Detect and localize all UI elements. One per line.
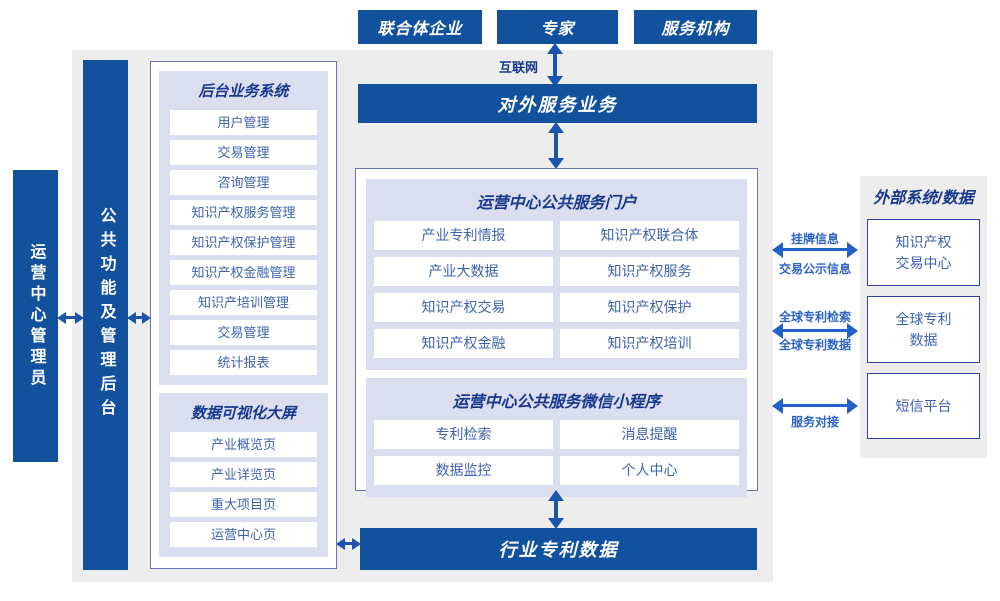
dashboard-title: 数据可视化大屏: [190, 405, 296, 422]
external-system-ip-trading-center: 知识产权 交易中心: [867, 219, 980, 286]
backend-item: 统计报表: [170, 350, 317, 375]
double-arrow-horizontal-icon: [57, 311, 84, 324]
backend-item: 知识产权保护管理: [170, 230, 317, 255]
dashboard-item: 重大项目页: [170, 492, 317, 517]
external-service-bar: 对外服务业务: [358, 84, 757, 123]
double-arrow-horizontal-icon: [772, 322, 858, 339]
miniprogram-title: 运营中心公共服务微信小程序: [452, 394, 661, 411]
portal-item: 知识产权联合体: [560, 221, 739, 250]
portal-item: 知识产权保护: [560, 293, 739, 322]
double-arrow-horizontal-icon: [772, 241, 858, 258]
double-arrow-vertical-icon: [548, 490, 564, 529]
dashboard-item: 运营中心页: [170, 522, 317, 547]
external-system-sms-platform: 短信平台: [867, 373, 980, 439]
miniprogram-item: 数据监控: [374, 456, 553, 485]
actor-box-expert: 专家: [497, 10, 618, 44]
backend-system-panel: 后台业务系统 用户管理 交易管理 咨询管理 知识产权服务管理 知识产权保护管理 …: [159, 71, 328, 385]
miniprogram-item: 个人中心: [560, 456, 739, 485]
link-label-global-patent-search: 全球专利检索: [778, 310, 851, 324]
backend-sidebar: 公共功能及管理后台: [83, 60, 128, 570]
backend-sidebar-label: 公共功能及管理后台: [97, 207, 115, 423]
backend-system-title: 后台业务系统: [198, 83, 289, 100]
backend-item: 知识产培训管理: [170, 290, 317, 315]
portal-title: 运营中心公共服务门户: [476, 195, 637, 212]
backend-item: 知识产权金融管理: [170, 260, 317, 285]
portal-item: 知识产权金融: [374, 329, 553, 358]
backend-item: 知识产权服务管理: [170, 200, 317, 225]
double-arrow-horizontal-icon: [127, 311, 151, 324]
miniprogram-item: 消息提醒: [560, 420, 739, 449]
portal-panel: 运营中心公共服务门户 产业专利情报 知识产权联合体 产业大数据 知识产权服务 知…: [366, 179, 747, 370]
double-arrow-horizontal-icon: [336, 537, 361, 550]
internet-label: 互联网: [498, 60, 538, 75]
backend-item: 交易管理: [170, 140, 317, 165]
portal-item: 知识产权培训: [560, 329, 739, 358]
link-label-trade-publicity-info: 交易公示信息: [778, 262, 851, 276]
link-label-listing-info: 挂牌信息: [790, 232, 839, 246]
portal-item: 知识产权交易: [374, 293, 553, 322]
center-services-panel: 运营中心公共服务门户 产业专利情报 知识产权联合体 产业大数据 知识产权服务 知…: [355, 168, 758, 497]
link-label-global-patent-data: 全球专利数据: [778, 338, 851, 352]
backend-item: 用户管理: [170, 110, 317, 135]
double-arrow-horizontal-icon: [772, 397, 858, 414]
miniprogram-item: 专利检索: [374, 420, 553, 449]
admin-sidebar: 运营中心管理员: [13, 170, 58, 462]
double-arrow-vertical-icon: [547, 43, 563, 87]
actor-box-consortium-enterprise: 联合体企业: [358, 10, 482, 44]
miniprogram-panel: 运营中心公共服务微信小程序 专利检索 消息提醒 数据监控 个人中心: [366, 378, 747, 497]
external-system-global-patent-data: 全球专利 数据: [867, 296, 980, 363]
left-systems-panel: 后台业务系统 用户管理 交易管理 咨询管理 知识产权服务管理 知识产权保护管理 …: [150, 61, 337, 569]
admin-sidebar-label: 运营中心管理员: [27, 242, 45, 390]
double-arrow-vertical-icon: [548, 122, 564, 169]
portal-item: 产业大数据: [374, 257, 553, 286]
industry-patent-data-bar: 行业专利数据: [360, 528, 757, 570]
backend-item: 咨询管理: [170, 170, 317, 195]
actor-box-service-agency: 服务机构: [634, 10, 757, 44]
portal-item: 知识产权服务: [560, 257, 739, 286]
dashboard-item: 产业概览页: [170, 432, 317, 457]
external-systems-title: 外部系统/数据: [873, 190, 974, 207]
portal-item: 产业专利情报: [374, 221, 553, 250]
backend-item: 交易管理: [170, 320, 317, 345]
link-label-service-docking: 服务对接: [790, 415, 839, 429]
dashboard-item: 产业详览页: [170, 462, 317, 487]
dashboard-panel: 数据可视化大屏 产业概览页 产业详览页 重大项目页 运营中心页: [159, 393, 328, 557]
